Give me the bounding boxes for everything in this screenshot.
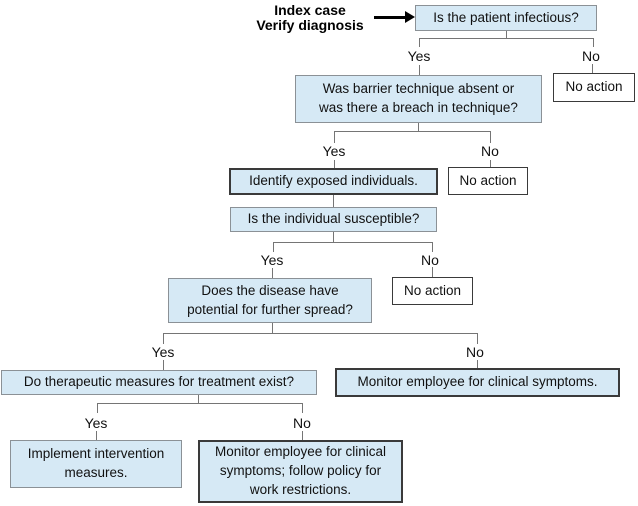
label-barrier-no: No [481,143,499,159]
node-barrier-question: Was barrier technique absent or was ther… [295,75,542,123]
connector-barrier-no-tick [490,131,491,143]
node-susceptible-question: Is the individual susceptible? [230,207,437,232]
connector-therapeutic-yes-tick [97,403,98,413]
connector-susceptible-no-tick [432,242,433,252]
label-spread-no: No [466,344,484,360]
connector-to-identify [334,160,335,168]
connector-to-monitor-restrictions [302,431,303,440]
label-spread-yes: Yes [151,344,175,360]
node-no-action-2: No action [448,167,528,195]
connector-infectious-yes-tick [419,38,420,47]
label-infectious-yes: Yes [407,48,431,64]
label-susceptible-yes: Yes [260,252,284,268]
connector-spread-branch [163,333,478,334]
label-infectious-no: No [582,48,600,64]
connector-infectious-branch [419,38,594,39]
node-implement-action: Implement intervention measures. [10,440,182,488]
node-no-action-3: No action [392,277,473,305]
connector-barrier-yes-tick [334,131,335,143]
connector-to-noaction2 [490,160,491,167]
node-monitor-restrictions-action: Monitor employee for clinical symptoms; … [198,440,403,503]
connector-therapeutic-branch [97,403,303,404]
connector-to-therapeutic [163,360,164,370]
connector-infectious-down [506,31,507,39]
index-case-line1: Index case [274,2,346,18]
label-therapeutic-no: No [293,415,311,431]
index-case-arrow-icon [374,16,406,19]
connector-therapeutic-no-tick [302,403,303,413]
connector-to-implement [96,431,97,440]
connector-identify-to-susceptible [333,195,334,207]
label-therapeutic-yes: Yes [84,415,108,431]
connector-susceptible-down [333,232,334,242]
connector-susceptible-yes-tick [273,242,274,252]
index-case-line2: Verify diagnosis [256,16,364,33]
node-no-action-1: No action [553,73,635,102]
connector-spread-no-tick [477,333,478,344]
index-case-arrowhead-icon [405,11,415,23]
connector-spread-down [272,323,273,333]
label-barrier-yes: Yes [322,143,346,159]
node-spread-question: Does the disease have potential for furt… [168,278,372,323]
connector-barrier-branch [334,131,491,132]
connector-to-noaction3 [432,267,433,277]
connector-to-noaction1 [592,64,593,73]
connector-susceptible-branch [273,242,433,243]
label-susceptible-no: No [421,252,439,268]
connector-barrier-down [418,123,419,132]
connector-infectious-no-tick [593,38,594,47]
connector-spread-yes-tick [163,333,164,344]
node-monitor-action: Monitor employee for clinical symptoms. [335,368,620,397]
connector-to-monitor [477,360,478,368]
connector-therapeutic-down [198,395,199,403]
node-therapeutic-question: Do therapeutic measures for treatment ex… [1,370,317,395]
node-infectious-question: Is the patient infectious? [415,5,597,31]
index-case-annotation: Index case Verify diagnosis [240,3,380,33]
connector-to-spread [272,268,273,278]
connector-to-barrier [419,65,420,75]
node-identify-action: Identify exposed individuals. [229,168,438,195]
